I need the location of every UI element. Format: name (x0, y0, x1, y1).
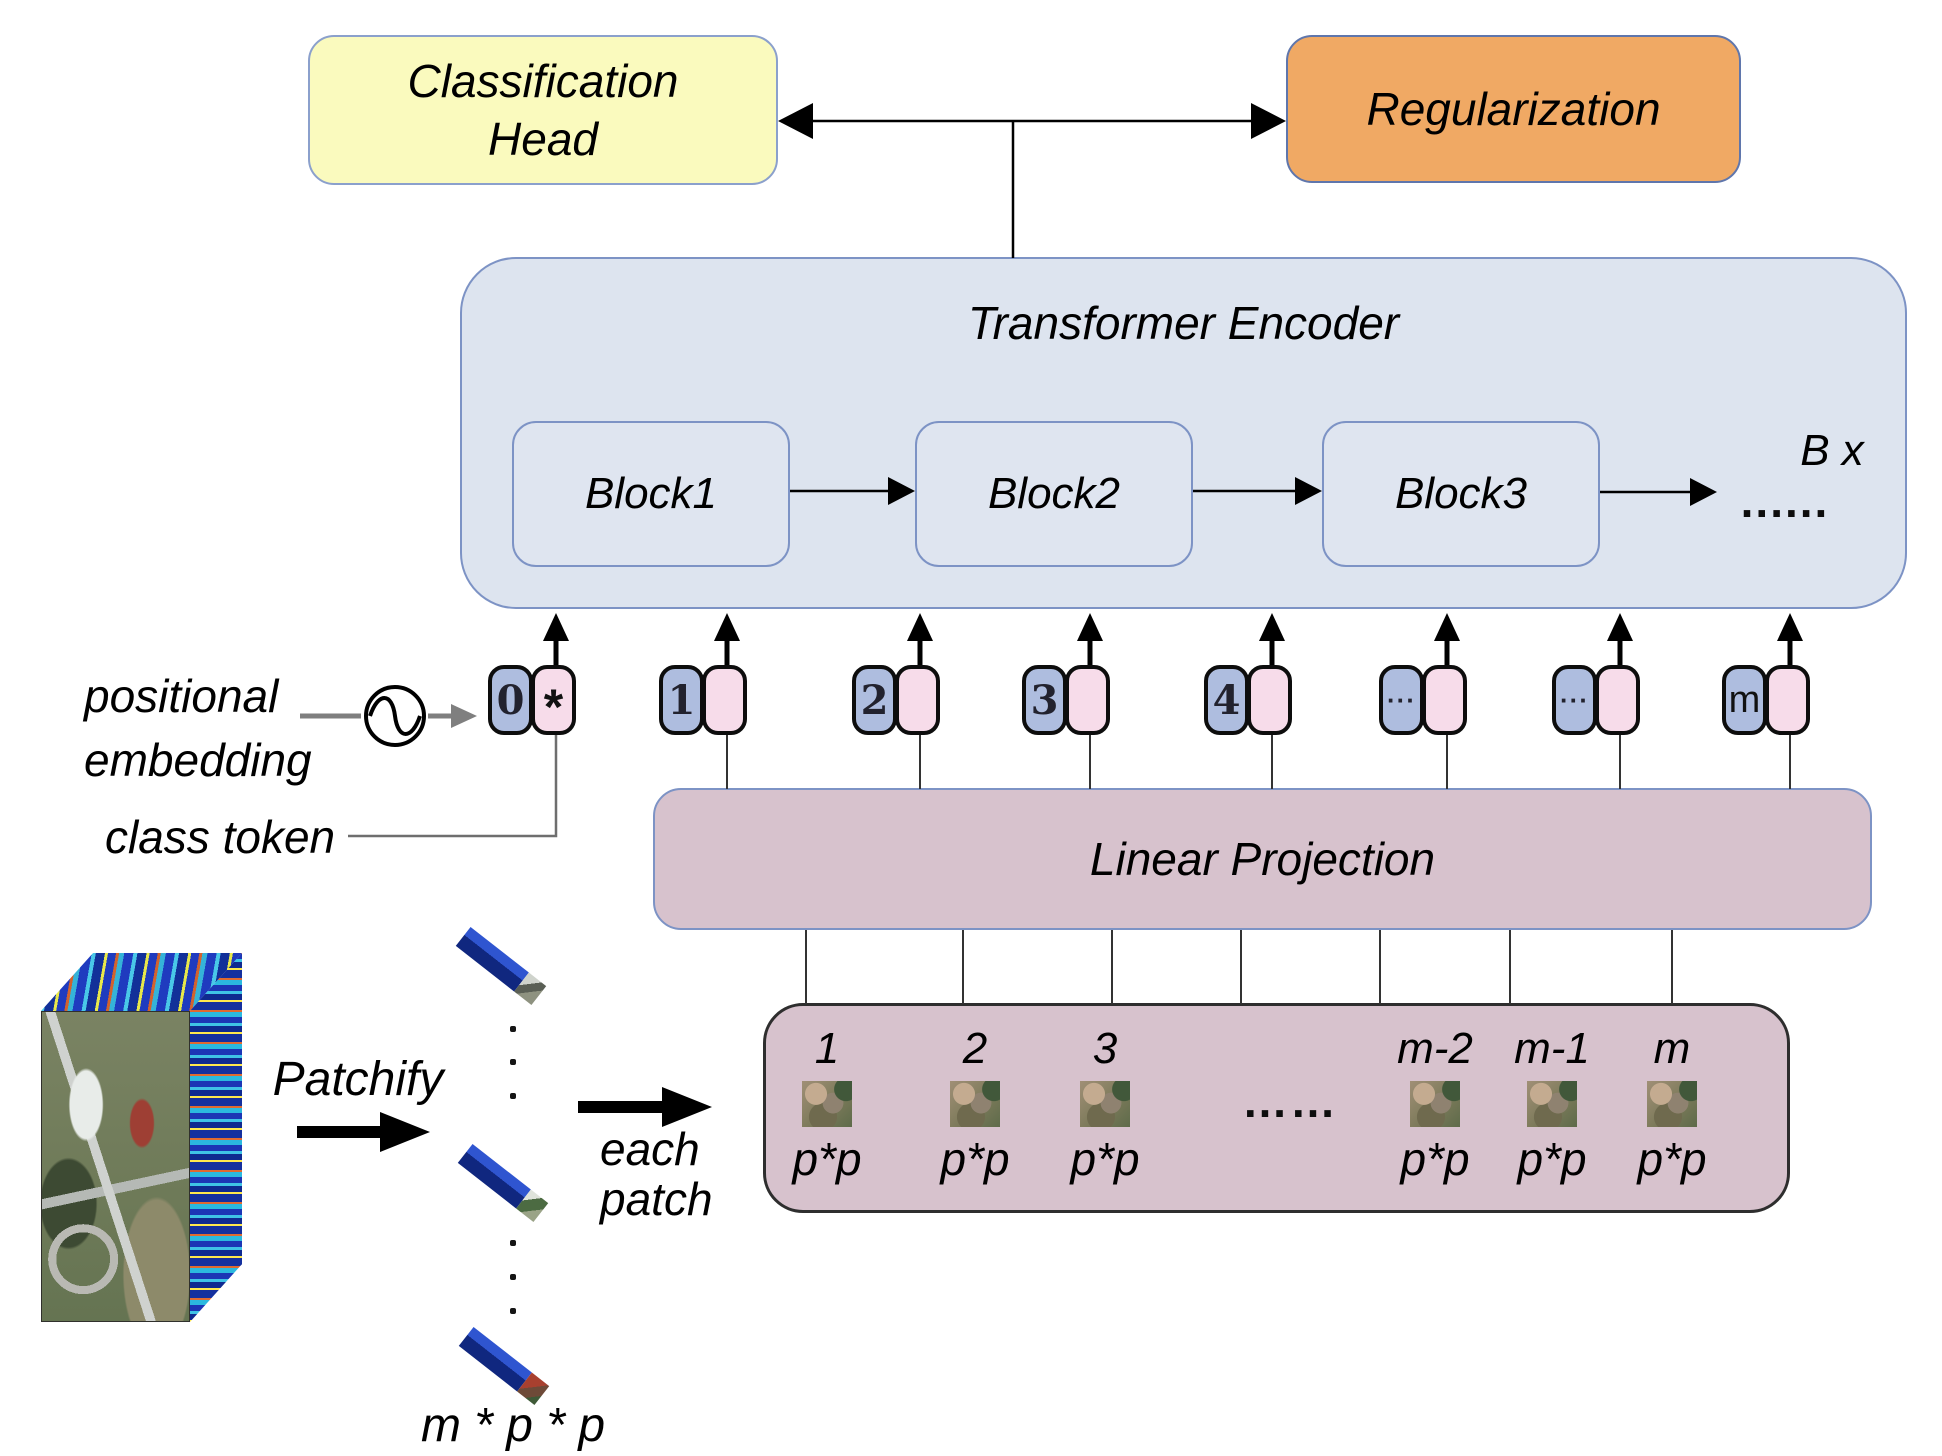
each-patch-arrow-icon (578, 1087, 712, 1127)
patch-m-1-index: m-1 (1514, 1024, 1590, 1073)
token-m-position-pill: m (1722, 665, 1767, 735)
encoder-block-2: Block2 (915, 421, 1193, 567)
projection-to-patch-lines (805, 930, 1673, 1004)
token-3-position-pill: 3 (1022, 665, 1067, 735)
token-pair-4: 4 (1204, 665, 1292, 735)
linear-projection-node: Linear Projection (653, 788, 1872, 930)
token-pair-3: 3 (1022, 665, 1110, 735)
patchify-arrow-icon (297, 1112, 430, 1152)
token-ellipsis-2-embedding-pill (1595, 665, 1640, 735)
encoder-more-blocks-ellipsis: ...... (1740, 475, 1830, 527)
patch-sequence-box (763, 1003, 1790, 1213)
strip-ellipsis-dot (510, 1274, 516, 1280)
patch-2-image (950, 1081, 1000, 1127)
token-pair-ellipsis-1: ··· (1379, 665, 1467, 735)
patchify-label: Patchify (272, 1053, 444, 1106)
encoder-block-1: Block1 (512, 421, 790, 567)
classification-head-label-line2: Head (488, 113, 598, 165)
patch-1-image (802, 1081, 852, 1127)
positional-embedding-icon (300, 685, 477, 747)
each-patch-label: each patch (600, 1123, 713, 1225)
patch-2-size: p*p (940, 1133, 1010, 1185)
token-2-embedding-pill (895, 665, 940, 735)
patch-sequence-ellipsis: …… (1242, 1075, 1338, 1127)
token-0-position-pill: 0 (488, 665, 533, 735)
token-pair-1: 1 (659, 665, 747, 735)
patch-strip-3 (458, 1326, 550, 1406)
patch-1-size: p*p (792, 1133, 862, 1185)
classification-head-label-line1: Classification (407, 55, 679, 107)
patch-strip-2 (457, 1143, 549, 1223)
patch-m-2-image (1410, 1081, 1460, 1127)
token-ellipsis-1-position-pill: ··· (1379, 665, 1424, 735)
token-2-position-pill: 2 (852, 665, 897, 735)
strip-ellipsis-dot (510, 1026, 516, 1032)
regularization-node: Regularization (1286, 35, 1741, 183)
patch-m-size: p*p (1637, 1133, 1707, 1185)
token-ellipsis-2-position-pill: ··· (1552, 665, 1597, 735)
strip-ellipsis-dot (510, 1240, 516, 1246)
hyperspectral-cube-front-image (41, 1011, 190, 1322)
patch-m-2-index: m-2 (1397, 1024, 1473, 1073)
token-m-embedding-pill (1765, 665, 1810, 735)
strip-ellipsis-dot (510, 1059, 516, 1065)
class-token-label: class token (105, 811, 336, 863)
token-pair-ellipsis-2: ··· (1552, 665, 1640, 735)
patch-3-image (1080, 1081, 1130, 1127)
classification-head-node: Classification Head (308, 35, 778, 185)
positional-embedding-label: positional embedding (84, 670, 312, 786)
token-to-encoder-arrows-icon (543, 613, 1803, 668)
transformer-encoder-title: Transformer Encoder (967, 297, 1400, 349)
head-regularization-double-arrow-icon (778, 103, 1286, 139)
patch-1-index: 1 (814, 1024, 840, 1073)
strip-ellipsis-dot (510, 1093, 516, 1099)
token-pair-0: 0 * (488, 665, 576, 735)
patch-count-label: m * p * p (420, 1399, 606, 1452)
token-1-embedding-pill (702, 665, 747, 735)
token-0-class-pill: * (531, 665, 576, 735)
patch-3-size: p*p (1070, 1133, 1140, 1185)
hyperspectral-cube-side-face (190, 953, 242, 1322)
token-4-position-pill: 4 (1204, 665, 1249, 735)
token-pair-2: 2 (852, 665, 940, 735)
token-pair-m: m (1722, 665, 1810, 735)
patch-m-image (1647, 1081, 1697, 1127)
strip-ellipsis-dot (510, 1308, 516, 1314)
encoder-block-3: Block3 (1322, 421, 1600, 567)
token-ellipsis-1-embedding-pill (1422, 665, 1467, 735)
token-4-embedding-pill (1247, 665, 1292, 735)
patch-m-2-size: p*p (1400, 1133, 1470, 1185)
token-3-embedding-pill (1065, 665, 1110, 735)
encoder-repeat-count-label: B x (1800, 426, 1864, 475)
token-to-projection-lines (726, 732, 1791, 789)
patch-2-index: 2 (962, 1024, 988, 1073)
patch-3-index: 3 (1092, 1024, 1118, 1073)
regularization-label: Regularization (1366, 83, 1661, 135)
patch-strip-1 (455, 926, 547, 1006)
linear-projection-label: Linear Projection (1089, 833, 1436, 885)
patch-m-1-image (1527, 1081, 1577, 1127)
token-1-position-pill: 1 (659, 665, 704, 735)
patch-m-index: m (1653, 1024, 1691, 1073)
patch-m-1-size: p*p (1517, 1133, 1587, 1185)
class-token-connector (348, 733, 558, 838)
